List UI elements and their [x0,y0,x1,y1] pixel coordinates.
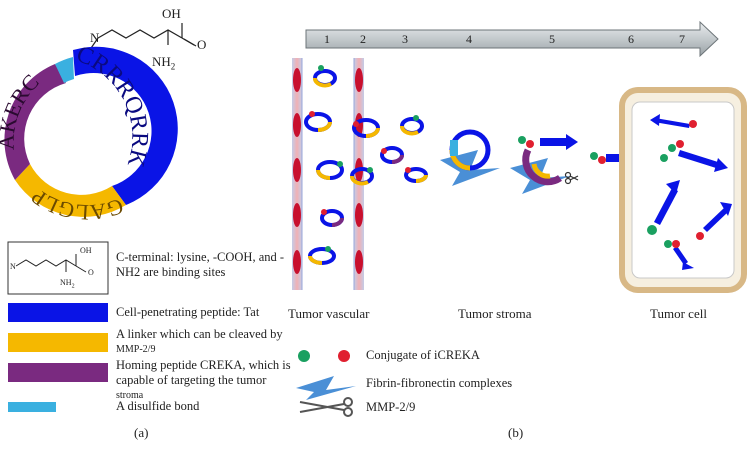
legend-disulfide-text: A disulfide bond [116,399,200,413]
mini-o-label: O [88,268,94,277]
mini-nh2-label: NH2 [60,278,75,290]
label-tumor-vascular: Tumor vascular [288,306,370,321]
swatch-linker [8,333,108,352]
progression-arrow [305,20,719,58]
mini-n-label: N [10,262,16,271]
lysine-mini-box [7,241,109,295]
legend-linker-text: A linker which can be cleaved by MMP-2/9 [116,327,283,355]
step-1: 1 [324,32,330,46]
ring-segment-disulfide [55,57,74,83]
molecule-n-label: N [90,30,100,45]
ring-segment-homing [4,64,67,180]
peptide-ring [4,46,178,217]
legend-icon-conjugate [298,350,350,362]
legend-homing-text: Homing peptide CREKA, which is capable o… [116,358,291,401]
tumor-cell [619,87,747,293]
step-2: 2 [360,32,366,46]
circular-peptides [304,65,428,265]
caption-a: (a) [134,425,149,440]
caption-b: (b) [508,425,524,440]
molecule-o-label: O [197,37,207,52]
molecule-oh-label: OH [162,6,181,21]
label-tumor-cell: Tumor cell [650,306,707,321]
ring-segment-linker [15,164,126,217]
swatch-tat [8,303,108,322]
legend-lysine-text: C-terminal: lysine, -COOH, and -NH2 are … [116,250,285,279]
mini-oh-label: OH [80,246,92,255]
legend-tat-text: Cell-penetrating peptide: Tat [116,305,260,319]
step-6: 6 [628,32,634,46]
blood-vessel [292,58,364,290]
legend-conjugate-text: Conjugate of iCREKA [366,348,480,362]
molecule-nh2-label: NH2 [152,54,176,72]
ring-segment-tat [73,46,178,205]
swatch-homing [8,363,108,382]
swatch-disulfide [8,402,56,412]
legend-fibrin-text: Fibrin-fibronectin complexes [366,376,513,390]
legend-icon-mmp [299,397,353,417]
legend-mmp-text: MMP-2/9 [366,400,416,414]
step-3: 3 [402,32,408,46]
lysine-mini-structure [15,254,87,273]
label-tumor-stroma: Tumor stroma [458,306,532,321]
step-5: 5 [549,32,555,46]
step-7: 7 [679,32,685,46]
stroma-events [440,129,640,194]
legend-icon-fibrin [296,376,356,400]
step-4: 4 [466,32,472,46]
